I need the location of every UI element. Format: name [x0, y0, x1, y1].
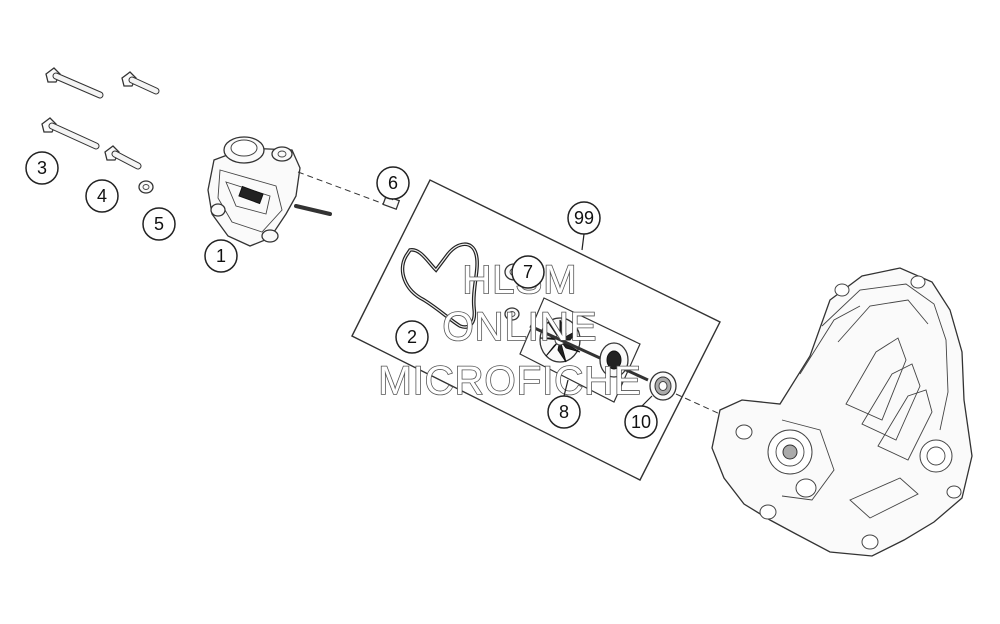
callout-3: 3 [25, 151, 59, 185]
svg-text:3: 3 [37, 158, 47, 178]
svg-text:6: 6 [388, 173, 398, 193]
svg-text:7: 7 [523, 262, 533, 282]
pump-disc [599, 342, 629, 378]
watermark-line-2: ONLINE [443, 305, 598, 349]
svg-text:4: 4 [97, 186, 107, 206]
svg-text:99: 99 [574, 208, 594, 228]
callout-4: 4 [85, 179, 119, 213]
bearing-10 [649, 371, 677, 401]
callout-7: 7 [511, 255, 545, 289]
callout-8: 8 [547, 379, 581, 429]
kit-frame-99 [351, 179, 721, 481]
callout-10: 10 [624, 395, 658, 439]
long-bolt-bottom [41, 117, 100, 150]
callout-6: 6 [376, 166, 410, 201]
pump-shaft [529, 324, 649, 382]
svg-text:8: 8 [559, 402, 569, 422]
washer-5 [138, 180, 154, 194]
watermark-line-3: MICROFICHE [378, 359, 641, 403]
impeller-subframe-8 [519, 297, 641, 403]
engine-clutch-cover [711, 267, 973, 557]
callout-2: 2 [395, 320, 429, 354]
svg-text:1: 1 [216, 246, 226, 266]
callout-1: 1 [204, 239, 238, 273]
water-pump-cover [207, 136, 332, 247]
short-bolt-top [121, 71, 160, 95]
callout-5: 5 [142, 207, 176, 241]
long-bolt-top [45, 67, 104, 99]
callout-99: 99 [567, 201, 601, 251]
watermark: HLSM ONLINE MICROFICHE [378, 257, 642, 404]
svg-text:5: 5 [154, 214, 164, 234]
svg-text:10: 10 [631, 412, 651, 432]
small-nut [504, 307, 520, 321]
short-bolt-bottom [104, 145, 142, 170]
svg-text:2: 2 [407, 327, 417, 347]
